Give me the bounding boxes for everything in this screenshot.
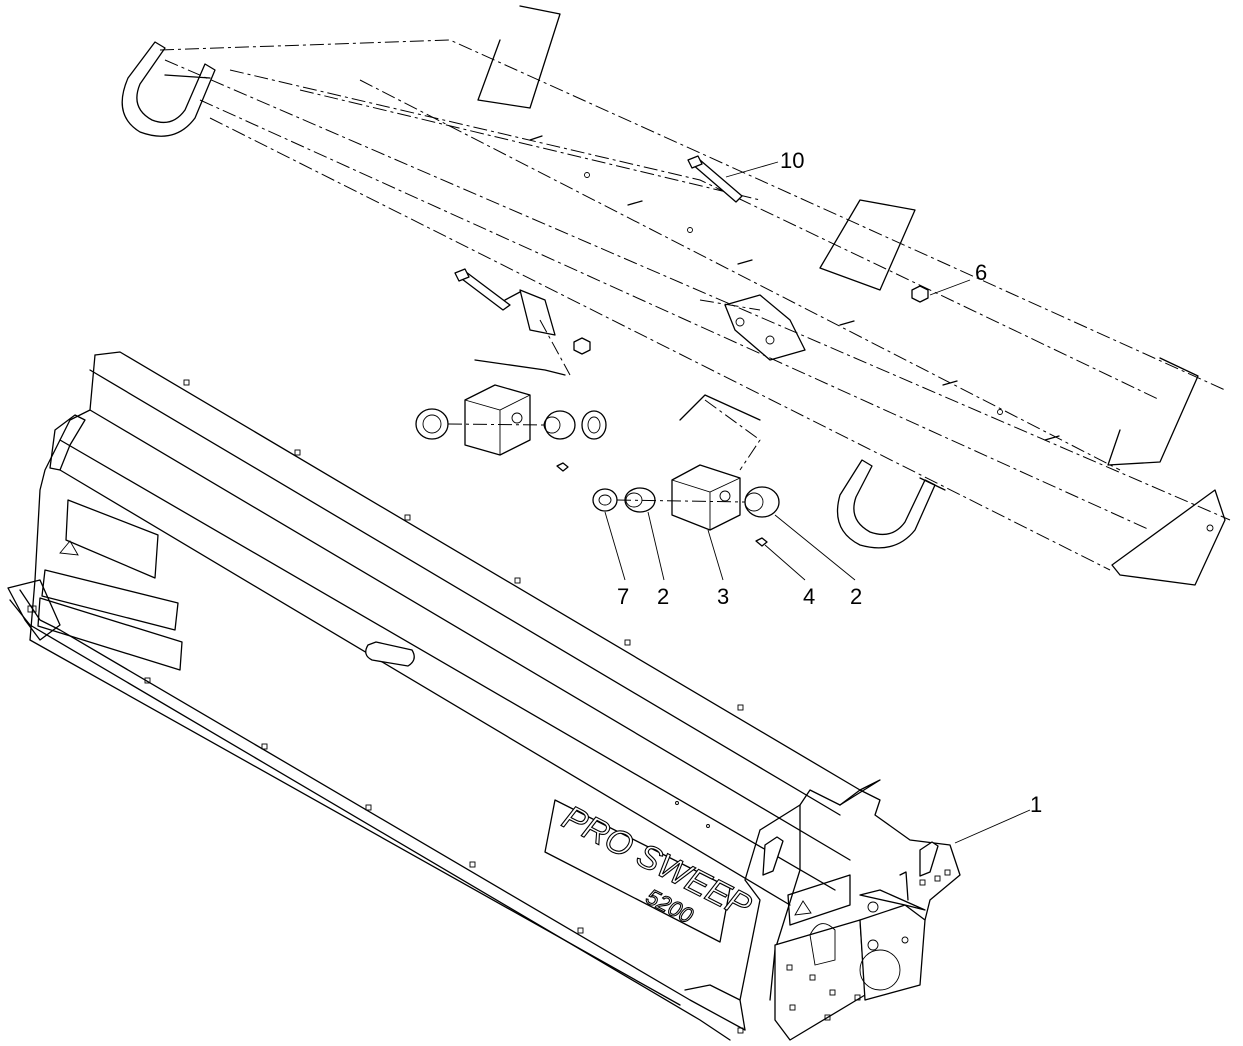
bushing-left-a — [415, 408, 449, 440]
callout-3: 3 — [717, 584, 729, 609]
decal-2 — [41, 569, 179, 631]
bolt-10 — [691, 159, 743, 203]
upper-frame — [121, 5, 1231, 586]
pivot-block-left — [464, 384, 531, 456]
callout-leaders — [604, 161, 1031, 844]
callout-1: 1 — [1030, 792, 1042, 817]
callout-4: 4 — [803, 584, 815, 609]
callout-2-right: 2 — [850, 584, 862, 609]
grease-fitting-4 — [755, 537, 768, 547]
bushing-2b — [744, 486, 780, 518]
callout-6: 6 — [975, 260, 987, 285]
side-tube — [365, 641, 415, 667]
right-pivot-assembly — [592, 394, 780, 547]
left-handle — [121, 41, 216, 137]
washer-7 — [592, 488, 618, 512]
washer-left — [581, 410, 607, 440]
callout-2-left: 2 — [657, 584, 669, 609]
callout-10: 10 — [780, 148, 804, 173]
right-handle — [836, 459, 936, 549]
decal-1 — [65, 499, 159, 579]
logo-panel — [544, 799, 731, 943]
callout-7: 7 — [617, 584, 629, 609]
left-pivot-assembly — [415, 359, 607, 472]
decal-3 — [37, 597, 183, 671]
mount-bracket — [684, 871, 926, 1041]
nut-left — [573, 337, 591, 355]
pivot-block-right — [671, 464, 741, 531]
end-decal — [787, 874, 851, 926]
hardware — [454, 155, 929, 355]
nut-6 — [911, 285, 929, 303]
callout-labels: 10 6 7 2 3 4 2 1 — [617, 148, 1042, 817]
